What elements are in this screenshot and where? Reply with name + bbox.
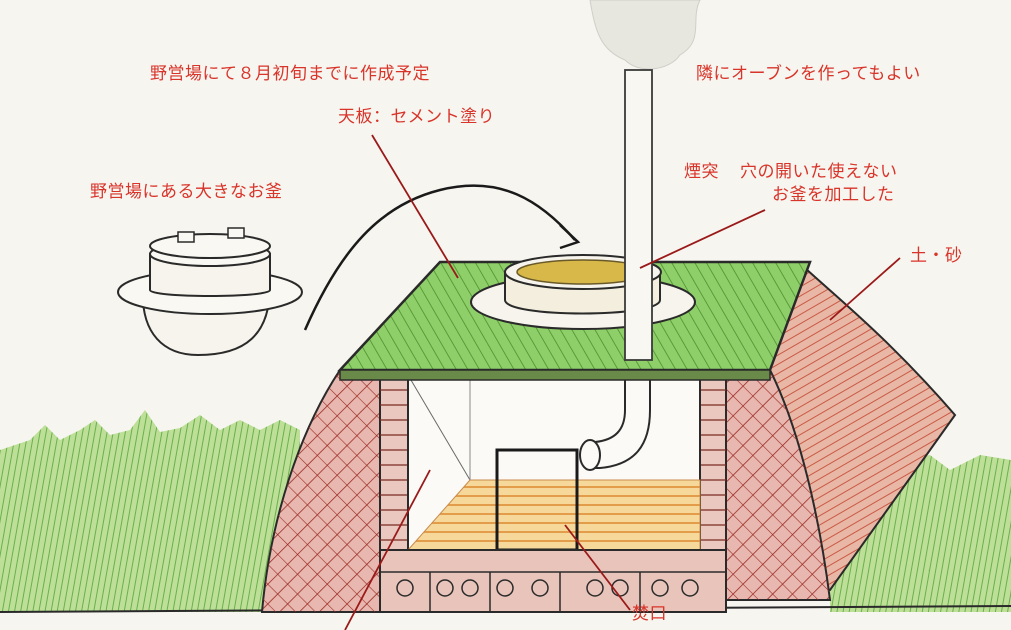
label-plan-note: 野営場にて８月初旬までに作成予定 — [150, 64, 430, 84]
label-chimney: 煙突 — [684, 162, 719, 182]
label-big-pot: 野営場にある大きなお釜 — [90, 182, 283, 202]
label-oven-note: 隣にオーブンを作ってもよい — [696, 64, 921, 84]
big-pot-drawing — [117, 227, 303, 357]
label-hole-pot-2: お釜を加工した — [772, 185, 895, 205]
chimney — [624, 69, 653, 361]
label-hole-pot-1: 穴の開いた使えない — [740, 162, 898, 182]
bottom-brick-row — [379, 549, 727, 613]
left-brick-column — [379, 374, 409, 551]
grass-left — [0, 410, 300, 612]
elbow-pipe — [589, 374, 651, 469]
leader-lines — [344, 134, 901, 630]
right-brick-column — [699, 374, 727, 551]
label-top-plate: 天板：セメント塗り — [338, 107, 496, 127]
label-soil-sand: 土・砂 — [910, 246, 963, 266]
smoke — [589, 0, 701, 70]
transfer-arrow — [303, 184, 576, 331]
label-fire-mouth: 焚口 — [632, 604, 667, 624]
